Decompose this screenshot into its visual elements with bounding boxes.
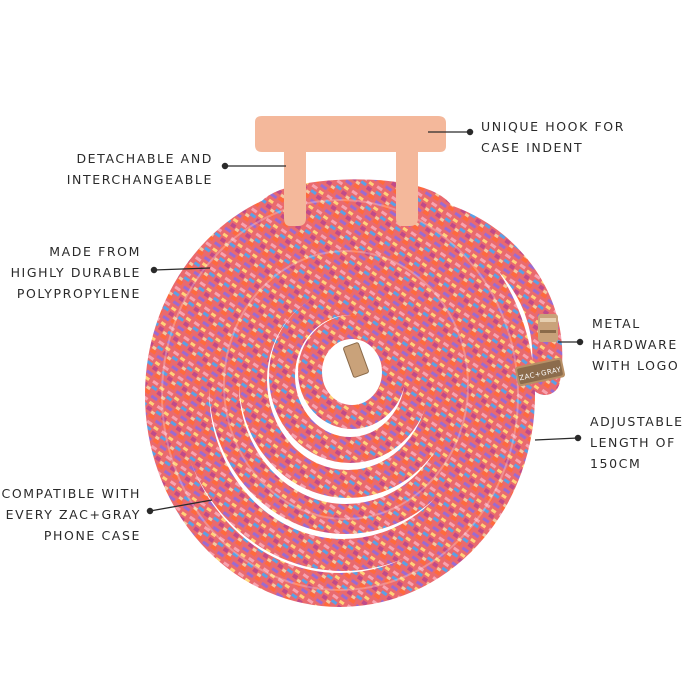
callout-lines	[146, 128, 584, 515]
callout-adjustable-length: ADJUSTABLE LENGTH OF 150CM	[590, 411, 684, 474]
callout-line: COMPATIBLE WITH	[1, 486, 141, 501]
callout-line: INTERCHANGEABLE	[66, 172, 213, 187]
callout-line: ADJUSTABLE	[590, 414, 684, 429]
callout-made-from: MADE FROM HIGHLY DURABLE POLYPROPYLENE	[11, 241, 141, 304]
metal-end-cap-top	[538, 314, 558, 342]
callout-line: UNIQUE HOOK FOR	[481, 119, 626, 134]
callout-line: METAL	[592, 316, 641, 331]
callout-line: HIGHLY DURABLE	[10, 265, 141, 280]
callout-line: PHONE CASE	[43, 528, 141, 543]
callout-line: 150CM	[590, 456, 642, 471]
metal-end-cap-logo	[515, 357, 565, 387]
callout-line: CASE INDENT	[481, 140, 584, 155]
callout-line: HARDWARE	[592, 337, 678, 352]
callout-line: WITH LOGO	[592, 358, 680, 373]
callout-compatible: COMPATIBLE WITH EVERY ZAC+GRAY PHONE CAS…	[2, 483, 142, 546]
callout-line: EVERY ZAC+GRAY	[5, 507, 141, 522]
hook	[255, 116, 446, 226]
callout-line: LENGTH OF	[590, 435, 676, 450]
callout-metal-hardware: METAL HARDWARE WITH LOGO	[592, 313, 679, 376]
rope-coil	[145, 179, 563, 607]
callout-detachable: DETACHABLE AND INTERCHANGEABLE	[67, 148, 213, 190]
callout-line: POLYPROPYLENE	[16, 286, 141, 301]
inner-end-cap	[343, 342, 369, 378]
callout-hook: UNIQUE HOOK FOR CASE INDENT	[481, 116, 625, 158]
callout-line: MADE FROM	[49, 244, 141, 259]
callout-line: DETACHABLE AND	[76, 151, 213, 166]
